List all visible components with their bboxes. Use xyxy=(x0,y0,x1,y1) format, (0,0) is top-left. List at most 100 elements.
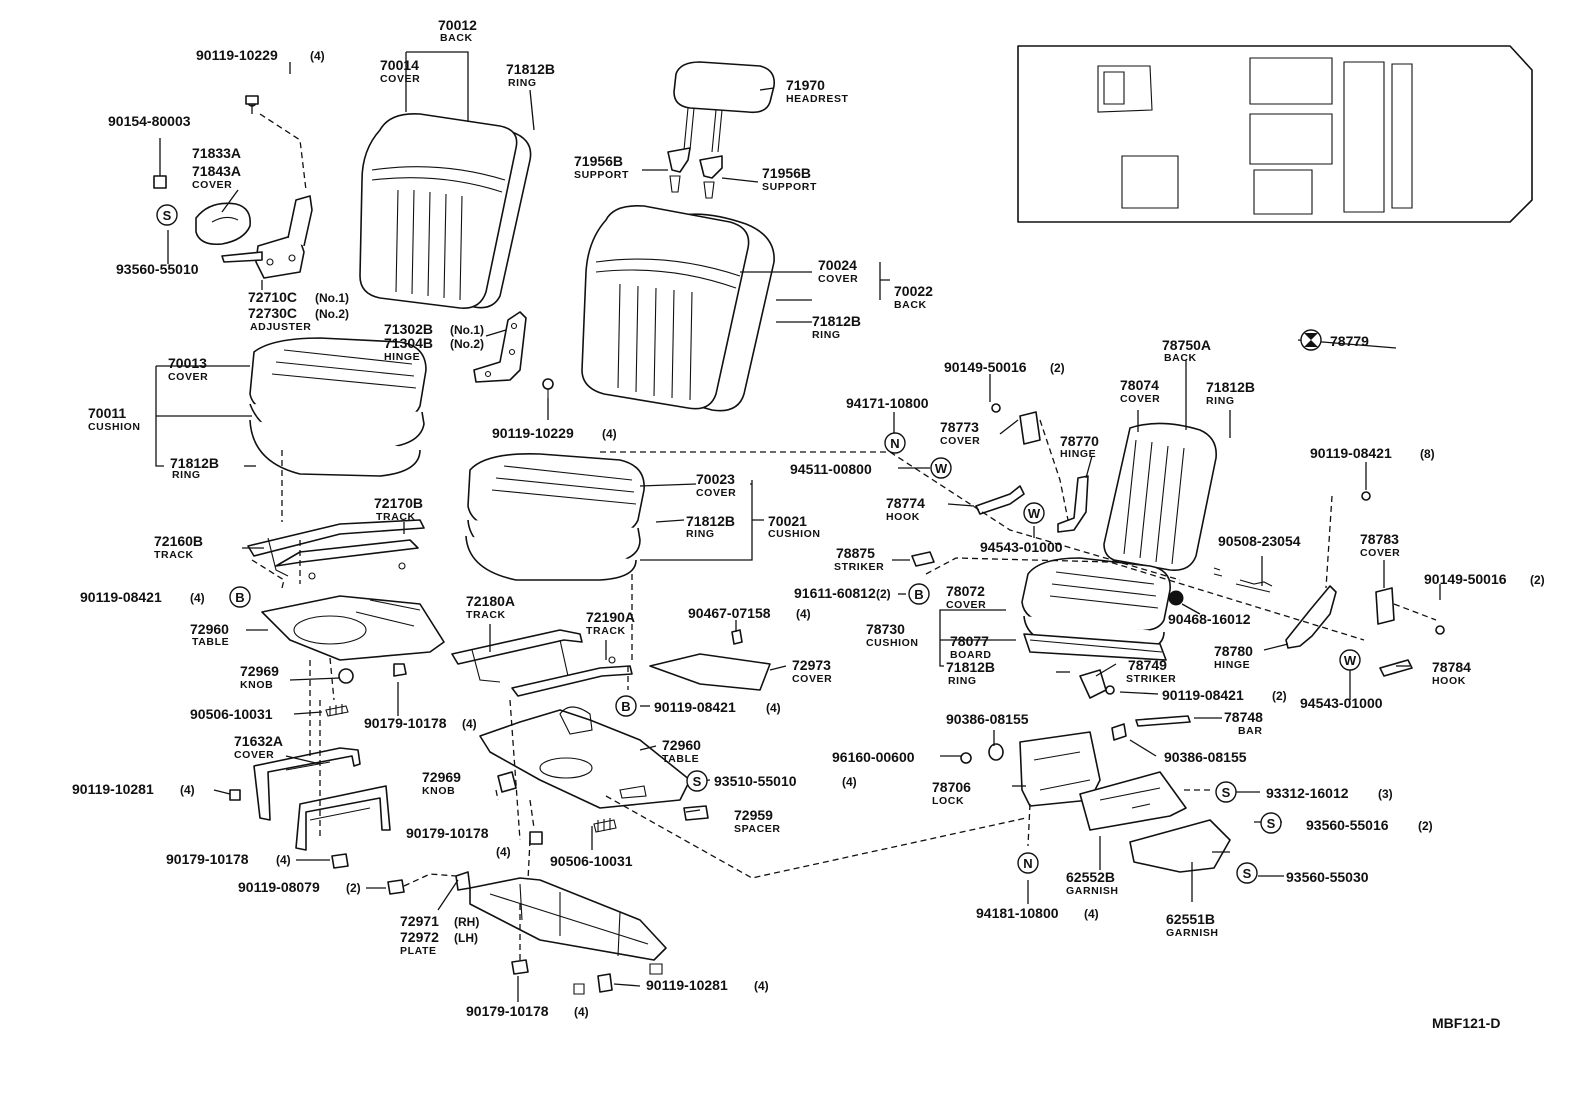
adjuster-drawing xyxy=(153,95,313,279)
callout: 90119-10281(4) xyxy=(646,977,769,993)
svg-text:COVER: COVER xyxy=(192,179,232,191)
symbol-s-4: S xyxy=(1260,812,1282,834)
callout: 90119-08079 (2) xyxy=(238,879,361,895)
symbol-s-1: S xyxy=(156,204,178,226)
hinge-drawing xyxy=(473,311,554,398)
svg-text:70011: 70011 xyxy=(88,405,126,421)
svg-text:72969: 72969 xyxy=(422,769,461,785)
callout: 90179-10178(4) xyxy=(364,715,477,731)
front-seat-back-drawing xyxy=(359,113,532,309)
svg-text:(LH): (LH) xyxy=(454,931,478,945)
svg-text:SUPPORT: SUPPORT xyxy=(762,181,817,193)
symbol-n-2: N xyxy=(1017,852,1039,874)
svg-text:TRACK: TRACK xyxy=(466,609,506,621)
svg-text:(4): (4) xyxy=(766,701,781,715)
callout: 93560-55030 xyxy=(1286,869,1369,885)
svg-text:90119-10281: 90119-10281 xyxy=(646,977,728,993)
third-row-hardware-drawing xyxy=(911,403,1445,699)
svg-text:90179-10178: 90179-10178 xyxy=(406,825,489,841)
svg-text:90149-50016: 90149-50016 xyxy=(944,359,1027,375)
svg-text:94543-01000: 94543-01000 xyxy=(980,539,1063,555)
svg-text:(2): (2) xyxy=(346,881,361,895)
callout: 90119-10229(4) xyxy=(196,47,325,63)
callout: 90154-80003 xyxy=(108,113,191,129)
svg-text:78779: 78779 xyxy=(1330,333,1369,349)
svg-text:90154-80003: 90154-80003 xyxy=(108,113,191,129)
callout: 71302B (No.1) xyxy=(384,321,484,337)
svg-text:71304B: 71304B xyxy=(384,335,433,351)
svg-text:71956B: 71956B xyxy=(762,165,811,181)
callout: 90119-08421(2) xyxy=(1162,687,1287,703)
svg-text:RING: RING xyxy=(172,469,201,481)
svg-text:TRACK: TRACK xyxy=(154,549,194,561)
callout: 72710C(No.1) xyxy=(248,289,349,305)
svg-text:72190A: 72190A xyxy=(586,609,635,625)
svg-text:COVER: COVER xyxy=(696,487,736,499)
second-cushion-drawing xyxy=(465,453,645,581)
svg-text:TRACK: TRACK xyxy=(586,625,626,637)
svg-text:90179-10178: 90179-10178 xyxy=(466,1003,549,1019)
svg-text:RING: RING xyxy=(508,77,537,89)
svg-text:B: B xyxy=(621,699,630,714)
svg-text:72969: 72969 xyxy=(240,663,279,679)
svg-text:94181-10800: 94181-10800 xyxy=(976,905,1059,921)
svg-text:90119-08421: 90119-08421 xyxy=(654,699,736,715)
svg-text:BACK: BACK xyxy=(894,299,927,311)
svg-text:(4): (4) xyxy=(602,427,617,441)
svg-text:(No.1): (No.1) xyxy=(450,323,484,337)
svg-text:90119-10281: 90119-10281 xyxy=(72,781,154,797)
svg-text:(2): (2) xyxy=(1418,819,1433,833)
svg-text:90468-16012: 90468-16012 xyxy=(1168,611,1251,627)
callout: 93560-55010 xyxy=(116,261,199,277)
svg-text:93560-55010: 93560-55010 xyxy=(116,261,199,277)
svg-text:90119-10229: 90119-10229 xyxy=(196,47,278,63)
svg-text:70014: 70014 xyxy=(380,57,419,73)
not-interchangeable-icon xyxy=(1300,329,1322,351)
svg-text:90149-50016: 90149-50016 xyxy=(1424,571,1507,587)
svg-text:71302B: 71302B xyxy=(384,321,433,337)
callout: 72971(RH) xyxy=(400,913,479,929)
second-tracks-drawing xyxy=(451,629,771,845)
svg-text:72170B: 72170B xyxy=(374,495,423,511)
svg-text:90179-10178: 90179-10178 xyxy=(364,715,447,731)
svg-text:CUSHION: CUSHION xyxy=(866,637,919,649)
svg-text:71812B: 71812B xyxy=(170,455,219,471)
svg-text:90119-08079: 90119-08079 xyxy=(238,879,320,895)
svg-text:(4): (4) xyxy=(190,591,205,605)
callout: 90119-10229(4) xyxy=(492,425,617,441)
svg-text:HOOK: HOOK xyxy=(1432,675,1466,687)
svg-text:70024: 70024 xyxy=(818,257,857,273)
svg-text:RING: RING xyxy=(1206,395,1235,407)
callout: 90119-08421(4) xyxy=(80,589,205,605)
svg-text:(RH): (RH) xyxy=(454,915,479,929)
svg-text:S: S xyxy=(163,208,172,223)
svg-text:78750A: 78750A xyxy=(1162,337,1211,353)
svg-text:78770: 78770 xyxy=(1060,433,1099,449)
svg-text:72972: 72972 xyxy=(400,929,439,945)
svg-text:93312-16012: 93312-16012 xyxy=(1266,785,1349,801)
svg-text:COVER: COVER xyxy=(380,73,420,85)
callout: 90119-08421(8) xyxy=(1310,445,1435,461)
svg-text:71812B: 71812B xyxy=(686,513,735,529)
